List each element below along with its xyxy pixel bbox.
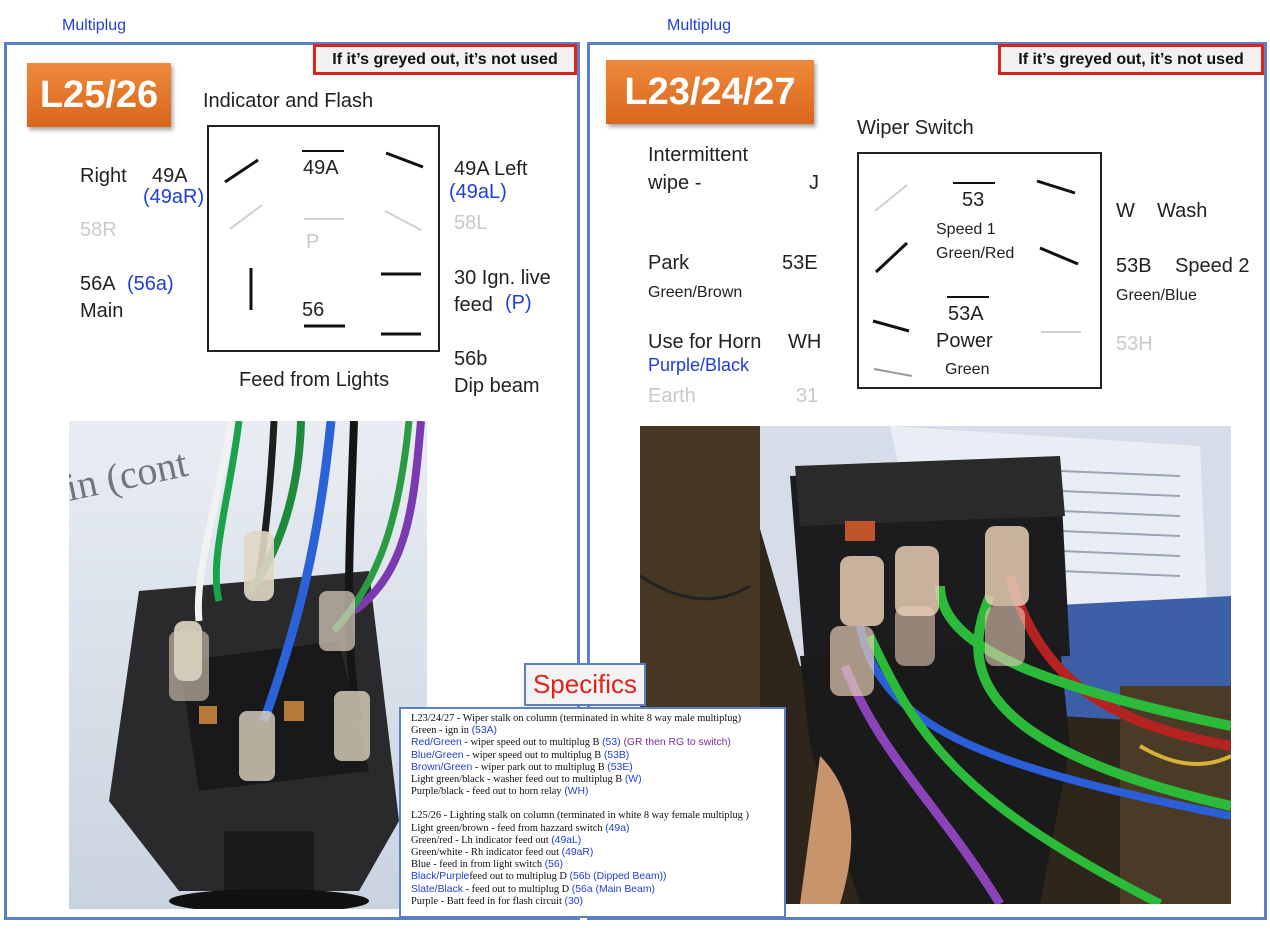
left-tag-label: L25/26 xyxy=(27,63,171,127)
terminal-58r-label: 58R xyxy=(80,219,117,241)
main-beam-label: Main xyxy=(80,300,124,322)
speed2-label: Speed 2 xyxy=(1175,255,1250,277)
terminal-j-label: J xyxy=(809,172,819,194)
feed-from-lights-label: Feed from Lights xyxy=(239,369,390,391)
spec-line: Light green/black - washer feed out to m… xyxy=(411,774,642,786)
spec-line: Blue/Green - wiper speed out to multiplu… xyxy=(411,749,630,761)
park-colour-label: Green/Brown xyxy=(648,284,743,301)
right-panel xyxy=(587,42,1267,920)
terminal-wh-label: WH xyxy=(788,331,822,353)
speed1-label: Speed 1 xyxy=(936,221,996,238)
box-53-label: 53 xyxy=(962,189,985,211)
box-49a-label: 49A xyxy=(303,157,339,179)
wiper-terminal-lines xyxy=(872,179,1081,377)
ignition-p-code: (P) xyxy=(505,292,532,314)
wash-label: Wash xyxy=(1157,200,1208,222)
terminal-w-label: W xyxy=(1116,200,1135,222)
left-panel xyxy=(4,42,580,920)
spec-spacer xyxy=(411,798,774,810)
spec-line: Green - ign in (53A) xyxy=(411,725,498,737)
left-multiplug-title: Multiplug xyxy=(62,17,127,34)
intermittent-label: Intermittent xyxy=(648,144,749,166)
indicator-left-label: 49A Left xyxy=(454,158,528,180)
spec-line: Purple/black - feed out to horn relay (W… xyxy=(411,786,589,798)
ignition-feed-label: feed xyxy=(454,294,493,316)
wiper-stalk-photo xyxy=(640,426,1231,904)
ignition-live-label: 30 Ign. live xyxy=(454,267,551,289)
terminal-56b-label: 56b xyxy=(454,348,488,370)
terminal-49al-label: (49aL) xyxy=(449,181,507,203)
box-53a-label: 53A xyxy=(948,303,984,325)
right-multiplug-title: Multiplug xyxy=(667,17,732,34)
terminal-58l-label: 58L xyxy=(454,212,488,234)
spec-line-lighting-heading: L25/26 - Lighting stalk on column (termi… xyxy=(411,810,749,822)
intermittent-wipe-label: wipe - xyxy=(648,172,702,194)
spec-line: Light green/brown - feed from hazzard sw… xyxy=(411,822,630,834)
terminal-53b-label: 53B xyxy=(1116,255,1152,277)
left-greyed-note: If it’s greyed out, it’s not used xyxy=(313,44,577,75)
wiper-diagram-title: Wiper Switch xyxy=(857,117,974,139)
power-label: Power xyxy=(936,330,993,352)
earth-label: Earth xyxy=(648,385,696,407)
spec-line: Green/red - Lh indicator feed out (49aL) xyxy=(411,834,582,846)
wiper-switch-box xyxy=(857,152,1102,389)
horn-colour-label: Purple/Black xyxy=(648,355,750,375)
terminal-53h-label: 53H xyxy=(1116,333,1153,355)
horn-label: Use for Horn xyxy=(648,331,762,353)
indicator-diagram-title: Indicator and Flash xyxy=(203,90,374,112)
box-56-label: 56 xyxy=(302,299,325,321)
speed1-colour-label: Green/Red xyxy=(936,245,1015,262)
terminal-56a-code: (56a) xyxy=(127,273,174,295)
indicator-right-label: Right xyxy=(80,165,127,187)
terminal-49ar-label: (49aR) xyxy=(143,186,205,208)
spec-line: Blue - feed in from light switch (56) xyxy=(411,859,564,871)
spec-line-wiper-heading: L23/24/27 - Wiper stalk on column (termi… xyxy=(411,713,742,724)
park-label: Park xyxy=(648,252,690,274)
power-colour-label: Green xyxy=(945,361,990,378)
right-greyed-note: If it’s greyed out, it’s not used xyxy=(998,44,1264,75)
terminal-53e-label: 53E xyxy=(782,252,818,274)
spec-line: Green/white - Rh indicator feed out (49a… xyxy=(411,847,594,859)
speed2-colour-label: Green/Blue xyxy=(1116,287,1197,304)
spec-line: Slate/Black - feed out to multiplug D (5… xyxy=(411,883,655,895)
spec-line: Black/Purplefeed out to multiplug D (56b… xyxy=(411,871,667,883)
lighting-stalk-photo: in (cont xyxy=(69,421,427,909)
specifics-title: Specifics xyxy=(524,663,646,706)
terminal-31-label: 31 xyxy=(796,385,819,407)
terminal-49a-label: 49A xyxy=(152,165,188,187)
dip-beam-label: Dip beam xyxy=(454,375,540,397)
spec-line: Brown/Green - wiper park out to multiplu… xyxy=(411,761,633,773)
right-tag-label: L23/24/27 xyxy=(606,60,814,124)
terminal-56a-label: 56A xyxy=(80,273,116,295)
indicator-terminal-lines xyxy=(224,150,424,336)
spec-line: Purple - Batt feed in for flash circuit … xyxy=(411,895,583,907)
specifics-panel: L23/24/27 - Wiper stalk on column (termi… xyxy=(399,707,786,918)
terminal-p-label: P xyxy=(306,231,320,253)
indicator-switch-box xyxy=(207,125,440,352)
spec-line: Red/Green - wiper speed out to multiplug… xyxy=(411,737,731,749)
